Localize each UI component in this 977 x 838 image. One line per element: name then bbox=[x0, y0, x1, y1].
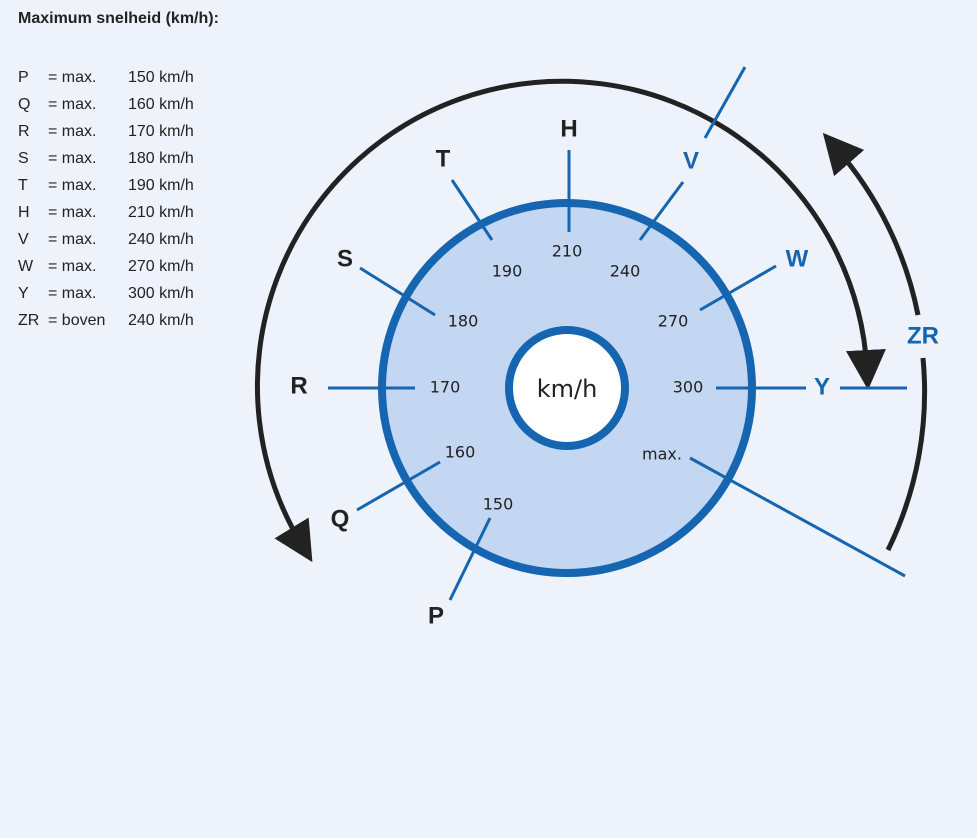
legend-row: H = max. 210 km/h bbox=[18, 199, 194, 226]
letter-h: H bbox=[560, 115, 577, 142]
legend-operator: = max. bbox=[48, 96, 97, 113]
legend-operator: = max. bbox=[48, 150, 97, 167]
page-title: Maximum snelheid (km/h): bbox=[18, 10, 219, 27]
num-210: 210 bbox=[552, 242, 583, 261]
num-300: 300 bbox=[673, 378, 704, 397]
legend-speed: 150 km/h bbox=[128, 69, 194, 86]
legend-row: ZR = boven 240 km/h bbox=[18, 307, 194, 334]
legend-row: W = max. 270 km/h bbox=[18, 253, 194, 280]
legend-row: T = max. 190 km/h bbox=[18, 172, 194, 199]
legend-speed: 240 km/h bbox=[128, 312, 194, 329]
legend-code: H bbox=[18, 204, 30, 221]
legend-row: R = max. 170 km/h bbox=[18, 118, 194, 145]
letter-q: Q bbox=[331, 505, 350, 532]
legend-operator: = max. bbox=[48, 123, 97, 140]
letter-w: W bbox=[786, 245, 809, 272]
legend-row: P = max. 150 km/h bbox=[18, 64, 194, 91]
center-hub bbox=[505, 326, 629, 450]
num-180: 180 bbox=[448, 312, 479, 331]
legend-operator: = boven bbox=[48, 312, 106, 329]
zr-arrow bbox=[822, 132, 921, 316]
num-max: max. bbox=[642, 445, 682, 464]
legend-speed: 180 km/h bbox=[128, 150, 194, 167]
legend-operator: = max. bbox=[48, 69, 97, 86]
letter-p: P bbox=[428, 602, 444, 629]
zr-arc bbox=[885, 357, 928, 552]
num-190: 190 bbox=[492, 262, 523, 281]
legend-code: S bbox=[18, 150, 29, 167]
letter-zr: ZR bbox=[907, 322, 939, 349]
legend-speed: 240 km/h bbox=[128, 231, 194, 248]
legend-operator: = max. bbox=[48, 204, 97, 221]
letter-t: T bbox=[436, 145, 451, 172]
legend-speed: 300 km/h bbox=[128, 285, 194, 302]
legend-row: Y = max. 300 km/h bbox=[18, 280, 194, 307]
speed-range-arrow bbox=[254, 78, 886, 563]
num-160: 160 bbox=[445, 443, 476, 462]
letter-s: S bbox=[337, 245, 353, 272]
tick-lines bbox=[328, 66, 907, 601]
legend-speed: 210 km/h bbox=[128, 204, 194, 221]
legend-code: W bbox=[18, 258, 34, 275]
legend-row: S = max. 180 km/h bbox=[18, 145, 194, 172]
legend-code: R bbox=[18, 123, 30, 140]
legend-code: T bbox=[18, 177, 28, 194]
legend-speed: 170 km/h bbox=[128, 123, 194, 140]
legend-code: ZR bbox=[18, 312, 40, 329]
num-150: 150 bbox=[483, 495, 514, 514]
legend-speed: 160 km/h bbox=[128, 96, 194, 113]
legend-operator: = max. bbox=[48, 285, 97, 302]
legend-row: Q = max. 160 km/h bbox=[18, 91, 194, 118]
legend-speed: 190 km/h bbox=[128, 177, 194, 194]
legend-code: V bbox=[18, 231, 29, 248]
num-270: 270 bbox=[658, 312, 689, 331]
num-170: 170 bbox=[430, 378, 461, 397]
legend-code: P bbox=[18, 69, 29, 86]
legend-row: V = max. 240 km/h bbox=[18, 226, 194, 253]
letter-v: V bbox=[683, 147, 699, 174]
center-unit-label: km/h bbox=[537, 375, 598, 403]
num-240: 240 bbox=[610, 262, 641, 281]
legend-code: Y bbox=[18, 285, 29, 302]
legend-operator: = max. bbox=[48, 177, 97, 194]
legend-operator: = max. bbox=[48, 231, 97, 248]
legend-operator: = max. bbox=[48, 258, 97, 275]
legend-speed: 270 km/h bbox=[128, 258, 194, 275]
letter-y: Y bbox=[814, 373, 830, 400]
legend-code: Q bbox=[18, 96, 31, 113]
letter-r: R bbox=[290, 372, 307, 399]
